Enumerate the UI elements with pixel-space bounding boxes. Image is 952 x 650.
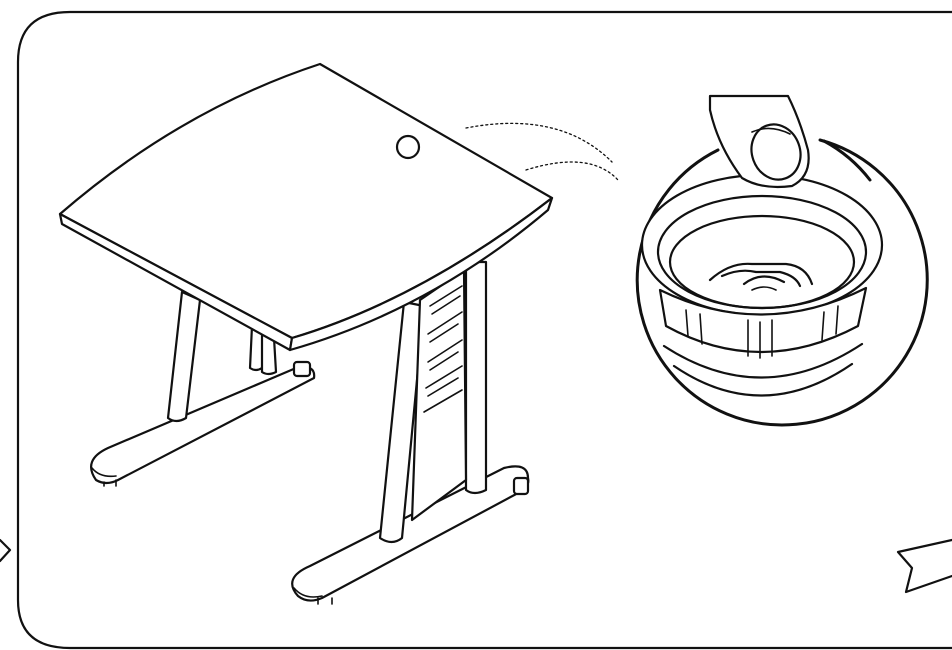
grommet-hole xyxy=(395,134,421,160)
next-step-arrow-icon[interactable] xyxy=(896,538,952,594)
panel-frame xyxy=(16,10,952,650)
motion-line-upper xyxy=(465,122,613,163)
left-leg xyxy=(166,290,202,423)
motion-line-lower xyxy=(525,161,619,181)
right-foot xyxy=(291,465,530,602)
cable-panel xyxy=(410,268,468,522)
right-leg xyxy=(378,300,426,544)
grommet-detail xyxy=(635,94,929,427)
prev-step-arrow-icon[interactable] xyxy=(0,538,12,563)
finger-press-icon xyxy=(708,94,810,189)
desk-illustration xyxy=(58,62,554,605)
panel-slots xyxy=(423,285,463,413)
left-foot xyxy=(90,366,316,485)
